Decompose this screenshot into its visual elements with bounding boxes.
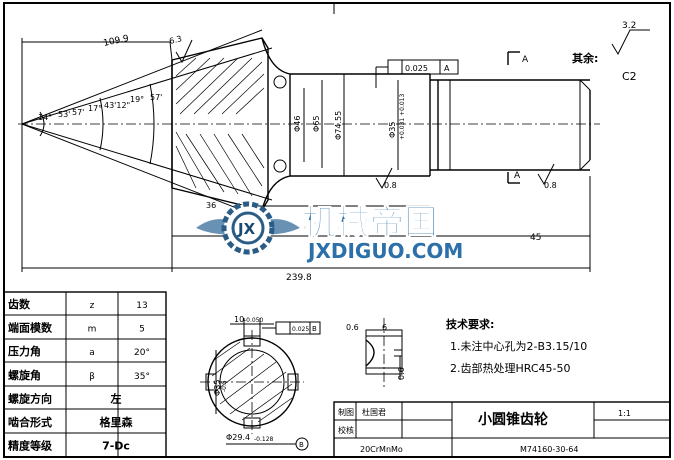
- svg-text:A: A: [522, 55, 529, 65]
- tech-item-2: 2.齿部热处理HRC45-50: [450, 361, 571, 375]
- spline-hatch: [211, 341, 293, 423]
- gear-main-view: [18, 29, 600, 272]
- param-name: 螺旋角: [8, 368, 41, 382]
- dim-dia-35: Φ35: [388, 122, 397, 138]
- dim-angle-4: 17°: [88, 104, 102, 113]
- detail-dim-c: 0.6: [397, 367, 406, 380]
- dim-overall-length: 239.8: [286, 273, 312, 283]
- dim-cone-length: 109.9: [103, 34, 131, 49]
- section-width-tol: -0.050: [244, 317, 264, 324]
- param-value: 格里森: [100, 415, 134, 429]
- spline-section-view: 0.025 B B: [200, 318, 321, 451]
- dim-45: 45: [530, 233, 541, 243]
- dim-angle-3: 57': [72, 108, 84, 117]
- part-name: 小圆锥齿轮: [478, 411, 548, 428]
- datum-b: B: [299, 441, 304, 449]
- svg-text:A: A: [444, 64, 450, 73]
- param-symbol: a: [89, 348, 95, 358]
- param-symbol: m: [88, 325, 97, 335]
- drawing-number: M74160-30-64: [520, 445, 578, 454]
- hatch-lower: [175, 131, 265, 197]
- section-mark-a: A A: [507, 51, 529, 184]
- param-value: 左: [110, 391, 122, 405]
- param-value: 5: [139, 325, 145, 335]
- roughness-value: 3.2: [622, 21, 636, 31]
- section-dia-35-sub: -0.5: [221, 380, 228, 392]
- drawn-by: 杜国君: [362, 407, 386, 417]
- param-value: 13: [136, 301, 147, 311]
- tech-item-1: 1.未注中心孔为2-B3.15/10: [450, 339, 587, 353]
- dim-angle-5: 43'12": [104, 101, 130, 110]
- dim-angle-7: 57': [150, 93, 162, 102]
- dim-dia-65: Φ65: [312, 116, 321, 132]
- param-name: 压力角: [8, 344, 41, 358]
- chamfer-label: C2: [622, 70, 637, 83]
- section-dia-29-sub: -0.128: [254, 436, 274, 443]
- param-name: 螺旋方向: [8, 391, 52, 405]
- watermark-text-cn: 机械帝国: [302, 203, 438, 243]
- tolerance-frame-top: 0.025 A: [375, 59, 459, 88]
- roughness-0-8-a: 0.8: [384, 181, 397, 190]
- scale: 1:1: [618, 409, 631, 418]
- param-symbol: β: [89, 372, 95, 382]
- dim-dia-46: Φ46: [293, 116, 302, 132]
- detail-dim-a: 0.6: [346, 323, 359, 332]
- param-name: 啮合形式: [8, 415, 52, 429]
- detail-view: [365, 318, 403, 390]
- material: 20CrMnMo: [360, 445, 403, 454]
- roughness-general: 3.2 其余: C2: [572, 21, 650, 83]
- watermark-logo-text: JX: [237, 220, 256, 238]
- param-value: 7-Dc: [102, 440, 130, 453]
- watermark-text-en: JXDIGUO.COM: [306, 239, 463, 263]
- section-tolerance-value: 0.025: [292, 326, 309, 333]
- svg-text:0.025: 0.025: [405, 64, 428, 73]
- watermark-logo: JX: [196, 201, 300, 255]
- dim-angle-6: 19°: [130, 95, 144, 104]
- param-value: 20°: [134, 348, 150, 358]
- param-value: 35°: [134, 372, 150, 382]
- param-table: [3, 291, 167, 458]
- param-name: 精度等级: [8, 439, 53, 453]
- param-name: 齿数: [8, 297, 31, 311]
- section-tolerance-datum: B: [312, 325, 317, 333]
- section-width: 10: [234, 315, 244, 324]
- dim-36: 36: [206, 201, 216, 210]
- hatch-upper: [175, 57, 265, 115]
- dim-roughness-cone: 6.3: [168, 34, 183, 46]
- section-dia-35: Φ35: [213, 380, 222, 396]
- title-block: [333, 401, 671, 458]
- checked-label: 校核: [338, 425, 354, 435]
- dim-angle-1: 14°: [38, 113, 52, 122]
- dim-angle-2: 53': [58, 110, 70, 119]
- tech-title: 技术要求:: [446, 317, 494, 331]
- drawn-label: 制图: [338, 407, 354, 417]
- dim-dia-74: Φ74.55: [334, 111, 343, 140]
- param-name: 端面模数: [8, 321, 53, 335]
- param-symbol: z: [90, 301, 95, 311]
- dim-dia-35-tol: +0.031 +0.013: [399, 94, 406, 140]
- roughness-0-8-b: 0.8: [544, 181, 557, 190]
- detail-dim-b: 6: [382, 323, 387, 332]
- section-dia-29: Φ29.4: [226, 433, 250, 442]
- svg-text:A: A: [514, 171, 521, 181]
- rest-label: 其余:: [572, 51, 598, 65]
